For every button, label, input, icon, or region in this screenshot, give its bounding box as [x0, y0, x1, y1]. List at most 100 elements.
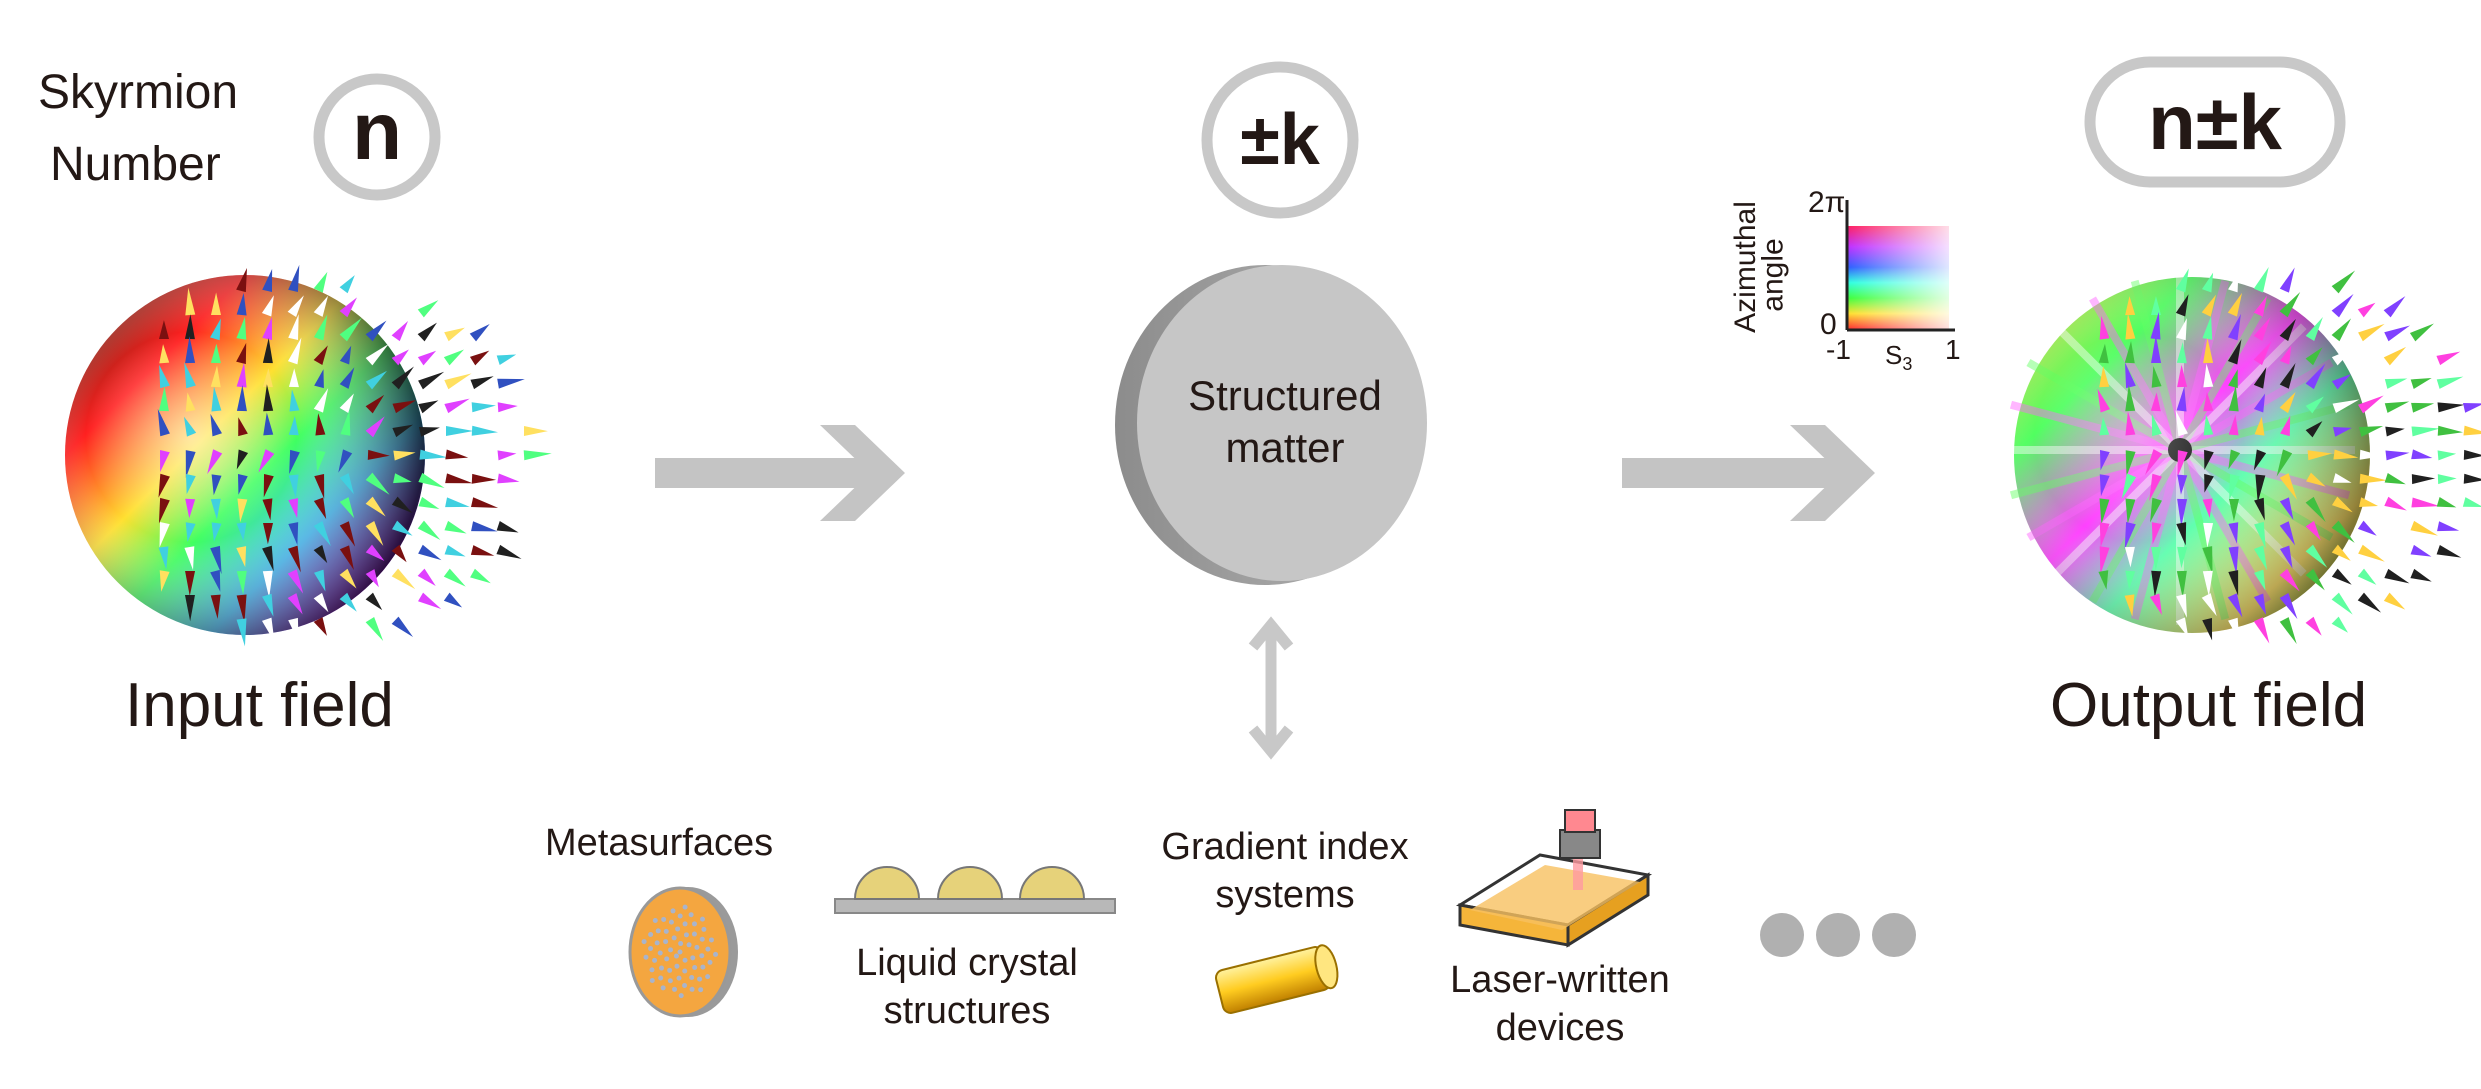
vector-arrow [339, 617, 357, 641]
vector-arrow [470, 545, 495, 556]
output-field-label: Output field [2050, 671, 2368, 740]
vector-arrow [2097, 388, 2111, 413]
vector-arrow [2279, 521, 2296, 546]
vector-arrow [2384, 521, 2407, 533]
meta-atom [707, 959, 713, 965]
vector-arrow [236, 618, 247, 647]
more-examples-dots [1760, 913, 1916, 957]
vector-arrow [365, 320, 387, 342]
meta-atom [641, 939, 647, 945]
vector-arrow [2411, 497, 2440, 508]
vector-arrow [159, 364, 170, 389]
vector-arrow [391, 496, 413, 514]
arrow-input-to-matter [655, 425, 905, 521]
vector-arrow [339, 592, 357, 612]
vector-arrow [367, 449, 390, 460]
vector-arrow [365, 269, 384, 294]
vector-arrow [2228, 273, 2239, 293]
vector-arrow [289, 449, 300, 474]
vector-arrow [417, 322, 437, 342]
vector-arrow [2331, 374, 2351, 390]
vector-arrow [2098, 570, 2109, 590]
vector-arrow [313, 271, 328, 293]
laser-written-label-2: devices [1495, 1007, 1625, 1049]
vector-arrow [2151, 335, 2162, 364]
vector-arrow [2254, 521, 2266, 549]
vector-arrow [2462, 497, 2481, 508]
meta-atom [677, 913, 683, 919]
input-badge: n [351, 86, 403, 177]
vector-arrow [2384, 401, 2410, 413]
vector-arrow [471, 473, 497, 484]
vector-arrow [2150, 392, 2161, 412]
meta-atom [713, 951, 719, 957]
vector-arrow [2177, 498, 2188, 527]
vector-arrow [470, 376, 494, 390]
vector-arrow [2357, 368, 2382, 390]
vector-arrow [210, 498, 221, 520]
vector-arrow [2228, 449, 2241, 470]
vector-arrow [2333, 449, 2359, 460]
vector-arrow [236, 292, 247, 316]
vector-arrow [2150, 497, 2162, 523]
vector-arrow [2177, 474, 2188, 495]
meta-atom [643, 954, 649, 960]
vector-arrow [2331, 592, 2353, 615]
vector-arrow [391, 568, 416, 590]
vector-arrow [2279, 568, 2300, 592]
vector-arrow [391, 366, 414, 390]
meta-atom [663, 939, 669, 945]
vector-arrow [2437, 425, 2463, 436]
vector-arrow [236, 594, 247, 623]
vector-arrow [338, 449, 353, 473]
vector-arrow [2279, 593, 2298, 620]
vector-arrow [2125, 313, 2136, 340]
gradient-index-label-1: Gradient index [1161, 826, 1409, 868]
vector-arrow [365, 520, 384, 546]
vector-arrow [236, 546, 247, 568]
meta-atom [688, 912, 694, 918]
vector-arrow [2437, 521, 2460, 532]
vector-arrow [339, 393, 354, 413]
vector-arrow [185, 474, 196, 495]
vector-arrow [365, 544, 385, 561]
meta-atom [700, 964, 706, 970]
vector-arrow [2099, 417, 2110, 436]
vector-arrow [2176, 570, 2187, 599]
vector-arrow [2151, 366, 2162, 388]
matter-badge-ring [1201, 61, 1359, 219]
vector-arrow [2357, 568, 2377, 585]
vector-arrow [2436, 351, 2461, 366]
vector-arrow [2305, 568, 2325, 591]
vector-arrow [2227, 593, 2243, 618]
vector-arrow [2149, 473, 2162, 502]
vector-arrow [2124, 362, 2136, 389]
colorbar-ylabel-2: angle [1756, 238, 1790, 312]
vector-arrow [2228, 385, 2239, 412]
structured-matter-line1: Structured [1188, 372, 1382, 419]
vector-arrow [184, 594, 195, 622]
meta-atom [708, 937, 714, 943]
vector-arrow [2203, 414, 2214, 436]
vector-arrow [183, 416, 197, 437]
meta-atom [699, 936, 705, 942]
vector-arrow [496, 426, 518, 437]
vector-arrow [2227, 339, 2242, 365]
meta-atom [678, 941, 684, 947]
vector-arrow [445, 473, 473, 484]
metasurfaces-label: Metasurfaces [545, 822, 774, 864]
vector-arrow [2099, 366, 2110, 388]
vector-arrow [2279, 267, 2295, 293]
vector-arrow [2437, 450, 2457, 461]
colorbar-x-left: -1 [1826, 334, 1851, 365]
meta-atom [676, 975, 682, 981]
vector-arrow [2384, 496, 2407, 511]
vector-arrow [2279, 473, 2298, 500]
vector-arrow [2176, 522, 2187, 546]
vector-arrow [185, 336, 196, 364]
colorbar-xlabel: S3 [1885, 340, 1913, 375]
vector-arrow [2204, 473, 2214, 493]
vector-arrow [2463, 473, 2481, 484]
vector-arrow [2359, 497, 2379, 508]
meta-atom [682, 968, 688, 974]
